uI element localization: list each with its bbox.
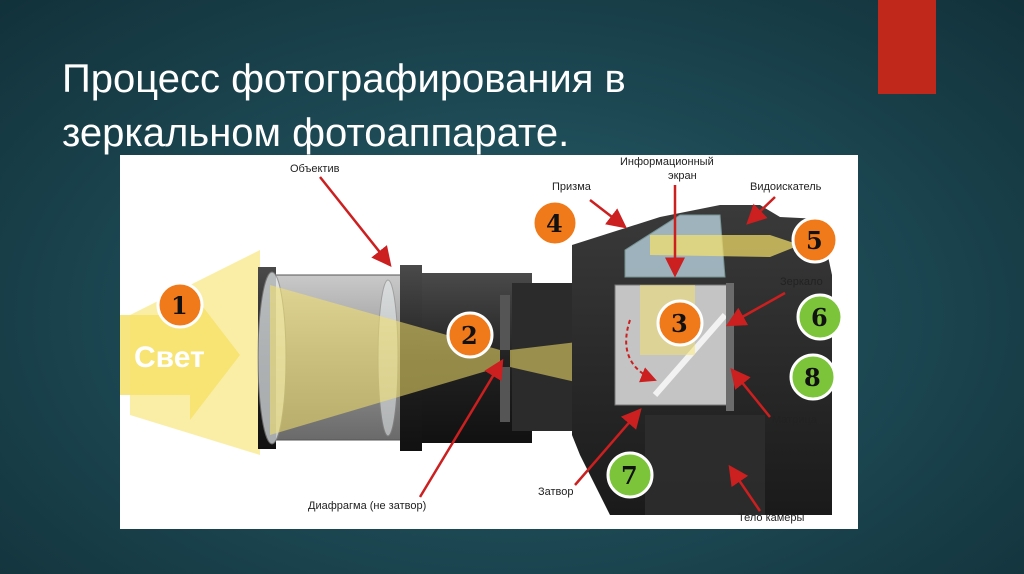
marker-7: 7	[608, 453, 652, 497]
light-label: Свет	[134, 341, 205, 374]
camera-diagram: Свет 1 2 3 4 5	[120, 155, 858, 529]
label-mirror: Зеркало	[780, 276, 823, 288]
marker-2: 2	[448, 313, 492, 357]
marker-4: 4	[533, 201, 577, 245]
light-beam-viewfinder	[650, 235, 800, 257]
aperture-blade-top	[500, 295, 510, 350]
slide-title: Процесс фотографирования в зеркальном фо…	[62, 52, 862, 160]
aperture-blade-bottom	[500, 367, 510, 422]
slide-title-line-1: Процесс фотографирования в	[62, 52, 862, 106]
label-matrix: Матрица	[772, 414, 818, 426]
label-viewfinder: Видоискатель	[750, 181, 822, 193]
pointer-prism	[590, 200, 625, 227]
svg-text:1: 1	[171, 291, 188, 320]
sensor	[726, 283, 734, 411]
label-aperture: Диафрагма (не затвор)	[308, 500, 426, 512]
svg-text:5: 5	[806, 226, 823, 255]
label-body: Тело камеры	[738, 512, 805, 524]
svg-text:8: 8	[804, 363, 821, 392]
label-info-screen-line1: Информационный	[620, 156, 714, 168]
svg-text:6: 6	[811, 303, 828, 332]
pointer-objective	[320, 177, 390, 265]
label-info-screen-line2: экран	[668, 170, 697, 182]
marker-6: 6	[798, 295, 842, 339]
svg-text:3: 3	[671, 309, 688, 338]
marker-8: 8	[791, 355, 835, 399]
label-shutter: Затвор	[538, 486, 574, 498]
camera-diagram-svg: Свет 1 2 3 4 5	[120, 155, 858, 529]
marker-5: 5	[793, 218, 837, 262]
accent-bar	[878, 0, 936, 94]
slide-title-line-2: зеркальном фотоаппарате.	[62, 106, 862, 160]
svg-text:4: 4	[546, 209, 563, 238]
svg-text:2: 2	[461, 321, 478, 350]
marker-3: 3	[658, 301, 702, 345]
label-prism: Призма	[552, 181, 592, 193]
camera-grip	[645, 415, 765, 515]
label-objective: Объектив	[290, 163, 340, 175]
marker-1: 1	[158, 283, 202, 327]
svg-text:7: 7	[621, 461, 638, 490]
